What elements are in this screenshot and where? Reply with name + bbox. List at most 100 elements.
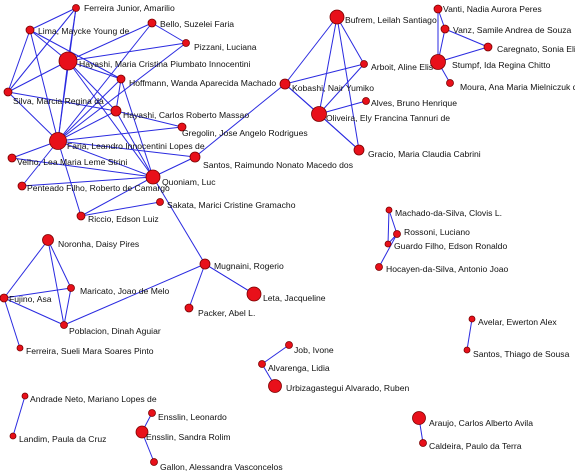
- edge-bufrem-arboit: [336, 16, 365, 65]
- node-faria[interactable]: [49, 132, 67, 150]
- edge-oliveira-alves: [318, 100, 367, 115]
- node-label-quoniam: Quoniam, Luc: [162, 177, 216, 187]
- node-label-stumpf: Stumpf, Ida Regina Chitto: [452, 60, 551, 70]
- node-noronha[interactable]: [42, 234, 54, 246]
- edge-quoniam-santos-rn: [152, 156, 196, 178]
- node-label-caregnato: Caregnato, Sonia Elisa: [497, 44, 575, 54]
- node-santos-rn[interactable]: [189, 151, 201, 163]
- node-penteado[interactable]: [17, 181, 27, 191]
- node-label-santos-rn: Santos, Raimundo Nonato Macedo dos: [203, 160, 353, 170]
- node-poblacion[interactable]: [60, 321, 68, 329]
- node-label-caldeira: Caldeira, Paulo da Terra: [429, 441, 522, 451]
- node-label-ensslin-l: Ensslin, Leonardo: [158, 412, 227, 422]
- node-maricato[interactable]: [67, 284, 75, 292]
- node-hayashi-mc[interactable]: [58, 51, 78, 71]
- node-alves[interactable]: [362, 97, 370, 105]
- edge-oliveira-gracio: [318, 113, 360, 151]
- node-label-velho: Velho, Lea Maria Leme Strini: [17, 157, 127, 167]
- node-packer[interactable]: [184, 303, 194, 313]
- edge-quoniam-velho: [11, 157, 154, 178]
- edge-faria-riccio: [57, 140, 82, 217]
- node-label-ferreira-junior: Ferreira Junior, Amarilio: [84, 3, 175, 13]
- node-label-poblacion: Poblacion, Dinah Aguiar: [69, 326, 161, 336]
- node-rossoni[interactable]: [393, 230, 401, 238]
- edge-bufrem-gracio: [336, 16, 360, 151]
- node-caldeira[interactable]: [419, 439, 427, 447]
- edge-hoffmann-quoniam: [120, 78, 154, 178]
- node-moura[interactable]: [446, 79, 454, 87]
- edge-bufrem-oliveira: [318, 16, 338, 115]
- node-label-hoffmann: Hoffmann, Wanda Aparecida Machado: [129, 78, 276, 88]
- node-leta[interactable]: [246, 286, 262, 302]
- node-mugnaini[interactable]: [199, 258, 211, 270]
- node-andrade[interactable]: [21, 392, 29, 400]
- node-gracio[interactable]: [353, 144, 365, 156]
- node-santos-ts[interactable]: [463, 346, 471, 354]
- node-oliveira[interactable]: [311, 106, 327, 122]
- node-label-job: Job, Ivone: [294, 345, 334, 355]
- node-label-maricato: Maricato, Joao de Melo: [80, 286, 170, 296]
- node-label-urbizagastegui: Urbizagastegui Alvarado, Ruben: [286, 383, 409, 393]
- node-kobashi[interactable]: [279, 78, 291, 90]
- node-gallon[interactable]: [150, 458, 158, 466]
- node-landim[interactable]: [9, 432, 17, 440]
- node-avelar[interactable]: [468, 315, 476, 323]
- node-silva-mr[interactable]: [3, 87, 13, 97]
- edge-pizzani-faria: [57, 42, 187, 142]
- edge-fujino-maricato: [3, 287, 72, 299]
- node-stumpf[interactable]: [430, 54, 446, 70]
- node-label-penteado: Penteado Filho, Roberto de Camargo: [27, 183, 170, 193]
- edge-arboit-kobashi: [284, 63, 365, 85]
- node-label-vanz: Vanz, Samile Andrea de Souza: [453, 25, 572, 35]
- node-hoffmann[interactable]: [116, 74, 126, 84]
- node-label-avelar: Avelar, Ewerton Alex: [478, 317, 557, 327]
- node-quoniam[interactable]: [145, 169, 161, 185]
- node-guardo[interactable]: [384, 240, 392, 248]
- edge-fujino-ferreira-sm: [3, 297, 21, 349]
- node-pizzani[interactable]: [182, 39, 190, 47]
- node-bello[interactable]: [147, 18, 157, 28]
- node-label-riccio: Riccio, Edson Luiz: [88, 214, 159, 224]
- node-lima[interactable]: [25, 25, 35, 35]
- node-vanz[interactable]: [440, 24, 450, 34]
- node-alvarenga[interactable]: [258, 360, 266, 368]
- edge-gregolin-faria: [57, 126, 183, 142]
- node-job[interactable]: [285, 341, 293, 349]
- node-hayashi-cr[interactable]: [110, 105, 122, 117]
- node-urbizagastegui[interactable]: [268, 379, 282, 393]
- node-label-faria: Faria, Leandro Innocentini Lopes de: [67, 141, 205, 151]
- node-araujo[interactable]: [412, 411, 426, 425]
- node-fujino[interactable]: [0, 293, 9, 303]
- node-ensslin-l[interactable]: [148, 409, 156, 417]
- node-label-ensslin-sr: Ensslin, Sandra Rolim: [146, 432, 231, 442]
- node-ferreira-junior[interactable]: [72, 4, 80, 12]
- node-label-ferreira-sm: Ferreira, Sueli Mara Soares Pinto: [26, 346, 154, 356]
- node-hocayen[interactable]: [375, 263, 383, 271]
- node-riccio[interactable]: [76, 211, 86, 221]
- node-ferreira-sm[interactable]: [16, 344, 24, 352]
- node-label-gallon: Gallon, Alessandra Vasconcelos: [160, 462, 283, 472]
- edge-fujino-poblacion: [3, 297, 65, 326]
- edge-hayashi-cr-gregolin: [115, 110, 183, 128]
- node-label-kobashi: Kobashi, Nair Yumiko: [292, 83, 374, 93]
- edge-andrade-landim: [12, 395, 26, 437]
- node-bufrem[interactable]: [329, 9, 345, 25]
- node-label-alvarenga: Alvarenga, Lidia: [268, 363, 330, 373]
- node-ensslin-sr[interactable]: [135, 425, 149, 439]
- edge-machado-rossoni: [388, 209, 398, 235]
- edge-job-alvarenga: [261, 344, 290, 365]
- node-gregolin[interactable]: [177, 122, 187, 132]
- edge-bello-hayashi-mc: [67, 22, 153, 62]
- node-caregnato[interactable]: [483, 42, 493, 52]
- node-velho[interactable]: [7, 153, 17, 163]
- node-label-leta: Leta, Jacqueline: [263, 293, 326, 303]
- node-machado[interactable]: [385, 206, 393, 214]
- node-vanti[interactable]: [433, 4, 443, 14]
- node-arboit[interactable]: [360, 60, 368, 68]
- node-label-moura: Moura, Ana Maria Mielniczuk de: [460, 82, 575, 92]
- node-sakata[interactable]: [156, 198, 164, 206]
- node-label-vanti: Vanti, Nadia Aurora Peres: [443, 4, 542, 14]
- node-label-hayashi-cr: Hayashi, Carlos Roberto Massao: [123, 110, 249, 120]
- node-label-hocayen: Hocayen-da-Silva, Antonio Joao: [386, 264, 509, 274]
